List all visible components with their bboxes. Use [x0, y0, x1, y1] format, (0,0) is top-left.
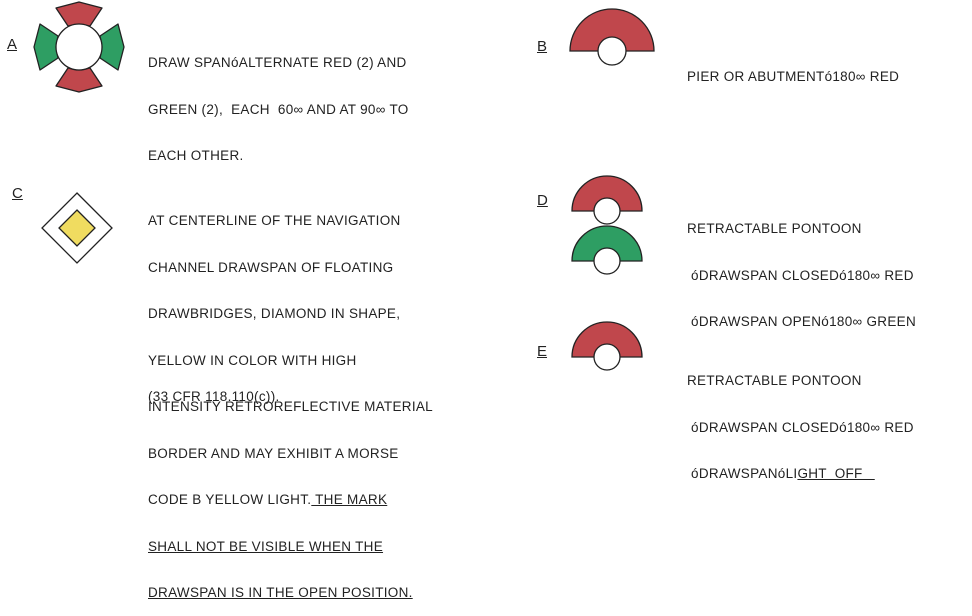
- underlined-fragment: THE MARK: [311, 492, 388, 507]
- text-line: CODE B YELLOW LIGHT. THE MARK: [148, 492, 433, 508]
- text-fragment: óDRAWSPANóLI: [687, 466, 798, 481]
- label-b: B: [537, 38, 548, 55]
- description-a: DRAW SPANóALTERNATE RED (2) AND GREEN (2…: [148, 24, 409, 179]
- text-line: RETRACTABLE PONTOON: [687, 221, 862, 236]
- text-line: óDRAWSPAN CLOSEDó180∞ RED: [687, 267, 914, 283]
- description-e: RETRACTABLE PONTOON óDRAWSPAN CLOSEDó180…: [687, 342, 914, 497]
- description-b: PIER OR ABUTMENTó180∞ RED: [687, 38, 899, 100]
- white-circle: [597, 36, 627, 66]
- text-line: CHANNEL DRAWSPAN OF FLOATING: [148, 259, 394, 275]
- text-line: AT CENTERLINE OF THE NAVIGATION: [148, 213, 401, 228]
- white-circle: [593, 247, 621, 275]
- red-semicircle: [571, 321, 643, 358]
- red-semicircle: [569, 8, 655, 52]
- text-line: PIER OR ABUTMENTó180∞ RED: [687, 69, 900, 84]
- description-d: RETRACTABLE PONTOON óDRAWSPAN CLOSEDó180…: [687, 190, 916, 345]
- text-line: óDRAWSPAN OPENó180∞ GREEN: [687, 314, 916, 329]
- centerline-diamond-symbol: [41, 192, 113, 264]
- text-line: EACH OTHER.: [148, 148, 244, 163]
- red-segment-bottom: [55, 67, 103, 93]
- pontoon-closed-red-symbol: [571, 175, 643, 225]
- underlined-line: SHALL NOT BE VISIBLE WHEN THE: [148, 538, 384, 554]
- red-semicircle: [571, 175, 643, 212]
- red-segment-top: [55, 1, 103, 27]
- underlined-fragment: GHT OFF: [797, 466, 875, 481]
- text-line: DRAWBRIDGES, DIAMOND IN SHAPE,: [148, 306, 401, 321]
- green-segment-right: [99, 23, 125, 71]
- center-circle: [55, 23, 103, 71]
- drawspan-four-segment-symbol: [33, 1, 125, 93]
- pontoon-open-green-symbol: [571, 225, 643, 275]
- white-circle: [593, 197, 621, 225]
- text-line: GREEN (2), EACH 60∞ AND AT 90∞ TO: [148, 101, 409, 117]
- green-segment-left: [33, 23, 59, 71]
- label-c: C: [12, 185, 23, 202]
- pontoon-light-off-symbol: [571, 321, 643, 371]
- citation-c: (33 CFR 118.110(c)).: [148, 389, 280, 404]
- text-line: RETRACTABLE PONTOON: [687, 373, 862, 388]
- text-fragment: CODE B YELLOW LIGHT.: [148, 492, 312, 507]
- text-line: YELLOW IN COLOR WITH HIGH: [148, 352, 357, 368]
- text-line: óDRAWSPAN CLOSEDó180∞ RED: [687, 419, 914, 435]
- green-semicircle: [571, 225, 643, 262]
- white-circle: [593, 343, 621, 371]
- text-line: BORDER AND MAY EXHIBIT A MORSE: [148, 445, 399, 461]
- text-line: DRAW SPANóALTERNATE RED (2) AND: [148, 55, 407, 70]
- underlined-line: DRAWSPAN IS IN THE OPEN POSITION.: [148, 585, 413, 600]
- label-e: E: [537, 343, 548, 360]
- pier-semicircle-symbol: [569, 8, 655, 66]
- label-d: D: [537, 192, 548, 209]
- label-a: A: [7, 36, 18, 53]
- text-line: óDRAWSPANóLIGHT OFF: [687, 466, 914, 482]
- yellow-diamond: [58, 209, 96, 247]
